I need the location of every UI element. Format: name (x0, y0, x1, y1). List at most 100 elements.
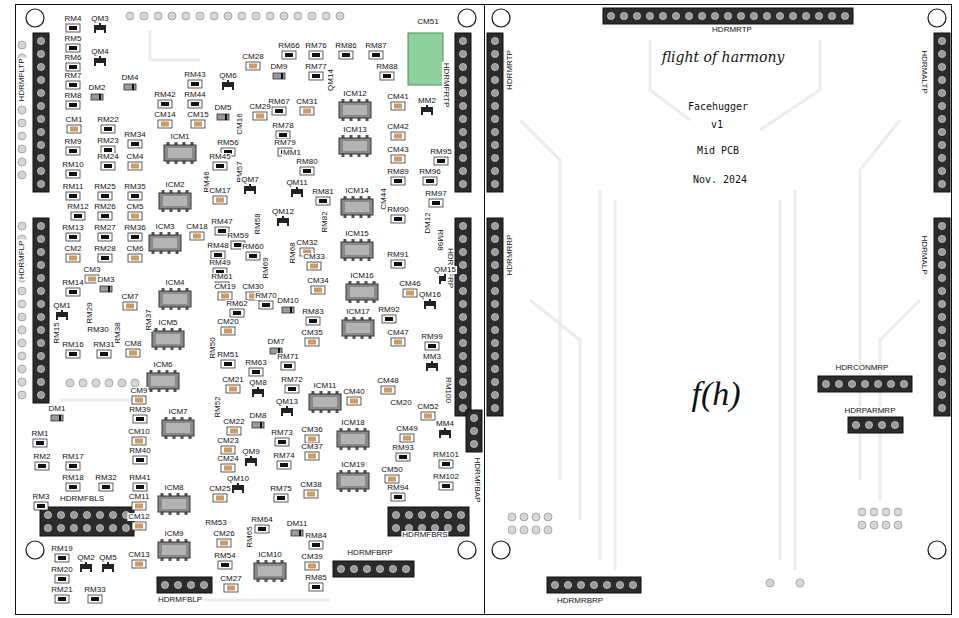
copper-trace (520, 120, 560, 480)
silkscreen-label: RM28 (93, 245, 116, 253)
capacitor-footprint (391, 102, 405, 110)
resistor-footprint (55, 595, 69, 603)
silkscreen-label: RM37 (145, 308, 153, 331)
ic-footprint (337, 470, 369, 492)
via-pad (18, 339, 26, 347)
silkscreen-label: QM8 (248, 379, 267, 387)
silkscreen-label: RM19 (50, 545, 73, 553)
resistor-footprint (133, 456, 147, 464)
resistor-footprint (391, 215, 405, 223)
silkscreen-label: RM80 (295, 158, 318, 166)
resistor-footprint (277, 461, 291, 469)
silkscreen-label: RM15 (53, 321, 61, 344)
capacitor-footprint (217, 539, 231, 547)
silkscreen-label: RM84 (304, 532, 327, 540)
ic-footprint (162, 417, 194, 439)
silkscreen-label: QM6 (218, 72, 237, 80)
ic-footprint (158, 539, 190, 561)
via-pad (882, 508, 890, 516)
silkscreen-label: RM17 (61, 453, 84, 461)
logo-text: flight of harmony (661, 50, 786, 64)
resistor-footprint (66, 24, 80, 32)
resistor-footprint (309, 583, 323, 591)
silkscreen-label: ICM1 (169, 133, 190, 141)
silkscreen-label: ICM6 (152, 361, 173, 369)
transistor-footprint (421, 104, 433, 115)
capacitor-footprint (126, 349, 140, 357)
silkscreen-label: CM36 (300, 426, 323, 434)
via-pad (18, 158, 26, 166)
via-pad (336, 12, 344, 20)
resistor-footprint (66, 192, 80, 200)
silkscreen-label: QM14 (327, 68, 335, 92)
silkscreen-label: ICM18 (340, 419, 366, 427)
silkscreen-label: CM43 (386, 146, 409, 154)
via-pad (66, 379, 74, 387)
transistor-footprint (426, 360, 438, 371)
silkscreen-label: RM65 (246, 525, 254, 548)
via-pad (210, 12, 218, 20)
resistor-footprint (66, 63, 80, 71)
silkscreen-label: CM33 (302, 253, 325, 261)
capacitor-footprint (421, 412, 435, 420)
silkscreen-label: ICM8 (163, 484, 184, 492)
resistor-footprint (66, 170, 80, 178)
board-info-text: Nov. 2024 (692, 175, 748, 185)
resistor-footprint (101, 162, 115, 170)
silkscreen-label: CM48 (376, 377, 399, 385)
silkscreen-label: CM49 (395, 425, 418, 433)
resistor-footprint (35, 462, 49, 470)
pin-header (33, 33, 49, 192)
capacitor-footprint (224, 584, 238, 592)
transistor-footprint (291, 186, 303, 197)
silkscreen-label: RM35 (123, 183, 146, 191)
via-pad (224, 12, 232, 20)
silkscreen-label: RM39 (128, 406, 151, 414)
silkscreen-label: RM54 (213, 552, 236, 560)
copper-trace (860, 120, 900, 480)
pin-header (455, 33, 471, 192)
silkscreen-label: RM25 (93, 183, 116, 191)
transistor-footprint (277, 215, 289, 226)
transistor-footprint (222, 79, 234, 90)
board-outline (16, 5, 485, 615)
transistor-footprint (232, 482, 244, 493)
diode-footprint (51, 415, 63, 421)
capacitor-footprint (218, 292, 232, 300)
resistor-footprint (97, 350, 111, 358)
silkscreen-label: HDRMRTP (711, 26, 753, 34)
silkscreen-label: RM27 (93, 224, 116, 232)
silkscreen-label: ICM17 (345, 308, 371, 316)
silkscreen-label: CM15 (186, 111, 209, 119)
silkscreen-label: RM92 (377, 306, 400, 314)
via-pad (238, 12, 246, 20)
logo-mark: f(h) (690, 377, 741, 411)
silkscreen-label: HDRMFRTP (442, 62, 450, 109)
silkscreen-label: CM21 (221, 376, 244, 384)
resistor-footprint (188, 80, 202, 88)
silkscreen-label: RM12 (66, 203, 89, 211)
ic-footprint (152, 328, 184, 350)
via-pad (18, 365, 26, 373)
resistor-footprint (339, 51, 353, 59)
capacitor-footprint (305, 452, 319, 460)
silkscreen-label: RM13 (61, 224, 84, 232)
silkscreen-label: RM7 (64, 72, 83, 80)
silkscreen-label: CM40 (342, 388, 365, 396)
via-pad (322, 12, 330, 20)
ic-footprint (337, 428, 369, 450)
diode-footprint (124, 84, 136, 90)
capacitor-footprint (128, 254, 142, 262)
via-pad (508, 513, 516, 521)
silkscreen-label: RM10 (61, 161, 84, 169)
silkscreen-label: RM100 (444, 376, 452, 404)
silkscreen-label: CM39 (300, 553, 323, 561)
capacitor-footprint (347, 397, 361, 405)
transistor-footprint (252, 386, 264, 397)
via-pad (280, 12, 288, 20)
silkscreen-label: RM23 (96, 137, 119, 145)
silkscreen-label: QM11 (285, 179, 308, 187)
silkscreen-label: RM96 (418, 168, 441, 176)
silkscreen-label: QM12 (271, 208, 295, 216)
